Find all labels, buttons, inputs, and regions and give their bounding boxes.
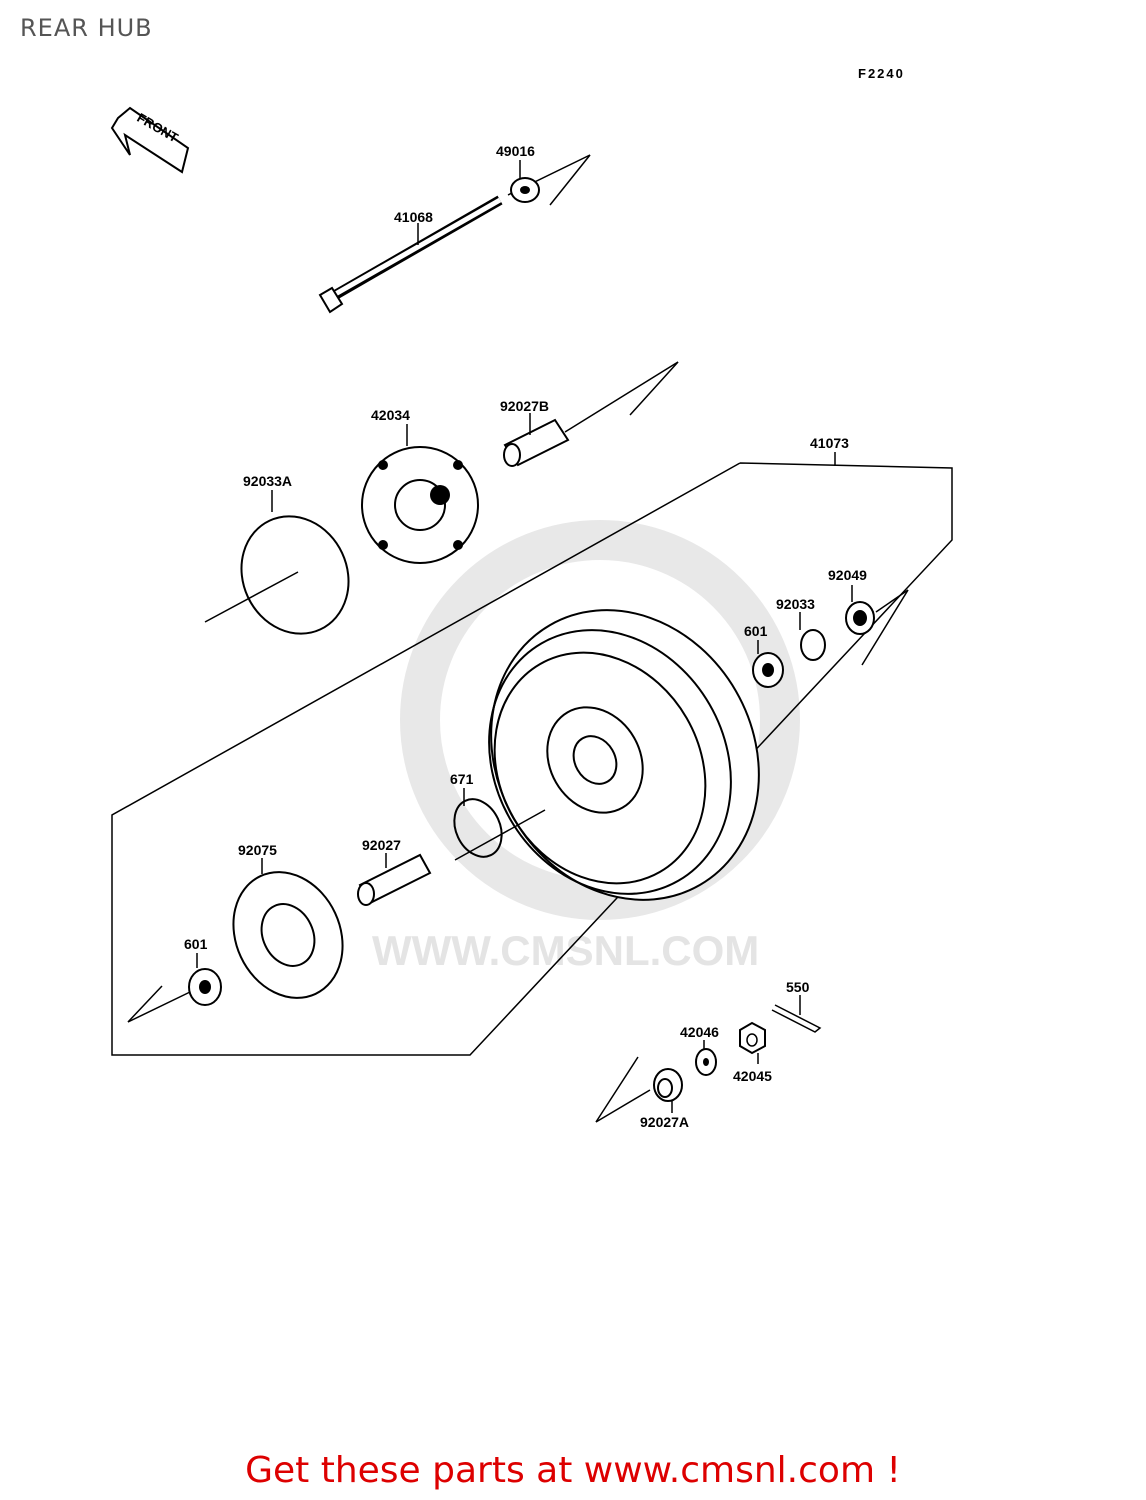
seal-92049[interactable] <box>845 585 909 666</box>
label-41073: 41073 <box>810 435 849 451</box>
label-92049: 92049 <box>828 567 867 583</box>
figure-code: F2240 <box>858 66 905 81</box>
washer-42046[interactable] <box>695 1040 717 1076</box>
bearing-601-left[interactable] <box>127 953 222 1023</box>
wheel-assembly-outline <box>111 462 953 1056</box>
footer-parts-link[interactable]: Get these parts at www.cmsnl.com ! <box>245 1450 901 1491</box>
cotter-pin-550[interactable] <box>771 995 822 1033</box>
collar-92027A[interactable] <box>595 1056 683 1123</box>
nut-42045[interactable] <box>739 1021 766 1064</box>
o-ring-671[interactable] <box>445 788 510 864</box>
circlip-92033[interactable] <box>799 612 826 661</box>
label-550: 550 <box>786 979 810 995</box>
label-42034: 42034 <box>371 407 410 423</box>
label-671: 671 <box>450 771 474 787</box>
label-42046: 42046 <box>680 1024 719 1040</box>
damper-92075[interactable] <box>213 854 362 1016</box>
collar-92027B[interactable] <box>503 413 570 467</box>
label-92033: 92033 <box>776 596 815 612</box>
collar-92027[interactable] <box>357 853 432 906</box>
label-49016: 49016 <box>496 143 535 159</box>
label-92027A: 92027A <box>640 1114 689 1130</box>
page-title: REAR HUB <box>20 14 153 42</box>
label-601-right: 601 <box>744 623 768 639</box>
label-41068: 41068 <box>394 209 433 225</box>
collar-49016[interactable] <box>510 160 540 203</box>
coupling-42034[interactable] <box>361 424 479 564</box>
watermark-text: WWW.CMSNL.COM <box>372 927 759 974</box>
label-92027: 92027 <box>362 837 401 853</box>
watermark: WWW.CMSNL.COM <box>372 520 800 974</box>
rear-wheel-41073[interactable] <box>439 561 811 949</box>
label-92033A: 92033A <box>243 473 292 489</box>
label-92075: 92075 <box>238 842 277 858</box>
label-601-left: 601 <box>184 936 208 952</box>
snap-ring-92033A[interactable] <box>204 490 367 651</box>
label-92027B: 92027B <box>500 398 549 414</box>
axle-41068[interactable] <box>318 195 503 314</box>
bearing-601-right[interactable] <box>752 640 784 688</box>
label-42045: 42045 <box>733 1068 772 1084</box>
front-arrow-icon: FRONT <box>110 106 190 174</box>
